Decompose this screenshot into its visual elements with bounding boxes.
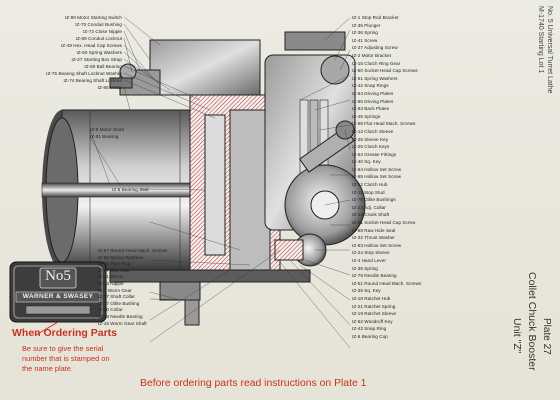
part-label: IZ-86 Motor <box>97 85 122 90</box>
part-label: IZ-15 Clutch Ring Gear <box>352 60 401 66</box>
part-label-bearing-seal: IZ-6 Bearing Seal <box>112 187 149 192</box>
part-label: IZ-85 Driving Plates <box>352 98 394 104</box>
part-label: IZ-20 Collar <box>98 307 123 313</box>
part-label: IZ-38 Spring <box>352 265 378 271</box>
part-label: IZ-36 Spring <box>352 30 378 36</box>
part-label: IZ-90 Motor Starting Switch <box>64 15 122 20</box>
part-label: IZ-50 Socket Head Cap Screws <box>352 68 418 74</box>
nameplate-brand: WARNER & SWASEY <box>22 292 94 300</box>
part-label: IZ-62 Woodruff Key <box>352 318 393 324</box>
part-label: IZ-49 Hex. Head Cap Screws <box>60 43 122 48</box>
part-label: IZ-7 Worm Gear <box>98 287 132 293</box>
part-label: IZ-37 Adjusting Screw <box>352 45 398 51</box>
part-label: IZ-77 Oilite Bushing <box>98 300 140 306</box>
part-label: IZ-13 Clutch Sleeve <box>352 128 394 134</box>
part-label: IZ-78 Needle Bearing <box>98 313 143 319</box>
series-header: No. 5 Universal Turret Lathe <box>546 6 553 94</box>
plate-unit: Unit "Z" <box>511 318 523 354</box>
label-group-left-top: IZ-90 Motor Starting Switch IZ-70 Condui… <box>20 15 122 92</box>
ordering-line: Be sure to give the serial <box>22 344 104 353</box>
part-label: IZ-9 Motor Shaft <box>90 127 124 132</box>
part-label: IZ-39 Sq. Key <box>352 288 381 294</box>
part-label: IZ-66 Pipe Plug <box>98 261 131 267</box>
label-group-left-mid: IZ-9 Motor Shaft IZ-81 Bearing <box>90 127 124 141</box>
part-label: IZ-64 Hollow Set Screw <box>352 166 402 172</box>
serial-nameplate <box>9 261 107 336</box>
part-label: IZ-76 Oilite Bushings <box>352 197 396 203</box>
part-label: IZ-81 Bearing <box>90 134 119 139</box>
part-label: IZ-40 Sq. Key <box>352 159 381 165</box>
ordering-line: the name plate. <box>22 364 73 373</box>
part-label: IZ-74 Bearing Shaft Locknut <box>63 78 122 83</box>
part-label: IZ-67 Gits Oiler <box>98 267 130 273</box>
part-label: IZ-17 Shaft Collar <box>98 294 135 300</box>
part-label: IZ-27 Starting Box Strap <box>71 57 122 62</box>
starting-switch-box <box>109 39 261 96</box>
part-label: IZ-69 Conduit Locknut <box>75 36 122 41</box>
part-label: IZ-73 Nipple <box>98 280 124 286</box>
part-label: IZ-16 Worm Gear Shaft <box>98 320 147 326</box>
part-label: IZ-71 Elbow <box>98 274 124 280</box>
nameplate-number: No5 <box>45 268 71 284</box>
part-label: IZ-51 Socket Head Cap Screw <box>352 220 416 226</box>
part-label: IZ-18 Ratchet Hub <box>352 295 391 301</box>
part-label: IZ-41 Screw <box>352 37 378 43</box>
ordering-line: number that is stamped on <box>22 354 110 363</box>
part-label: IZ-2 Motor Bracket <box>352 52 391 58</box>
part-label: IZ-21 Ratchet Spring <box>352 303 396 309</box>
part-label: IZ-58 Flat Head Mach. Screws <box>352 121 416 127</box>
part-label: IZ-64 Grease Fittings <box>352 151 397 157</box>
ordering-heading: When Ordering Parts <box>12 327 118 339</box>
leader-lines <box>89 16 281 343</box>
hand-lever <box>298 120 355 173</box>
part-label: IZ-51 Round Head Mach. Screws <box>352 280 422 286</box>
part-label: IZ-19 Ratchet Sleeve <box>352 311 397 317</box>
label-group-right: IZ-1 Stop Rod Bracket IZ-35 Plunger IZ-3… <box>352 15 421 342</box>
part-label: IZ-45 Springs <box>352 113 381 119</box>
part-label: IZ-72 Close Nipple <box>83 29 122 34</box>
part-label: IZ-70 Conduit Bushing <box>75 22 122 27</box>
part-label: IZ-83 Back Plates <box>352 106 390 112</box>
part-label: IZ-1 Stop Rod Bracket <box>352 15 399 20</box>
part-label: IZ-75 Bearing Shaft Locknut Washer <box>46 71 122 76</box>
part-label: IZ-14 Crank Shaft <box>352 212 390 218</box>
part-label: IZ-80 Ball Bearing <box>84 64 122 69</box>
part-label: IZ-35 Plunger <box>352 22 381 28</box>
part-label: IZ-5 Bearing Cup <box>352 333 388 339</box>
ordering-body: Be sure to give the serial number that i… <box>22 344 110 374</box>
part-label: IZ-63 Hollow Set Screw <box>352 242 402 248</box>
part-label: IZ-61 Spring Washers <box>352 75 398 81</box>
part-label: IZ-84 Driving Plates <box>352 90 394 96</box>
part-label: IZ-4 Hand Lever <box>352 258 386 263</box>
label-group-left-bottom: IZ-57 Round Head Mach. Screws IZ-59 Spri… <box>98 248 167 327</box>
part-label: IZ-42 Snap Rings <box>352 83 389 89</box>
base-plate <box>109 269 311 283</box>
part-label: IZ-59 Spring Washers <box>98 254 144 260</box>
part-label: IZ-24 Stop Sleeve <box>352 250 390 256</box>
plate-number: Plate 27 <box>541 318 552 355</box>
part-label: IZ-60 Spring Washers <box>76 50 122 55</box>
part-label: IZ-68 Raw Hide Seal <box>352 227 396 233</box>
part-label: IZ-57 Round Head Mach. Screws <box>98 248 168 253</box>
part-label: IZ-43 Snap Ring <box>352 326 387 332</box>
part-label: IZ-79 Needle Bearing <box>352 273 397 279</box>
part-label: IZ-23 Adj. Collar <box>352 204 386 210</box>
part-label: IZ-12 Clutch Hub <box>352 182 388 188</box>
part-label: IZ-11 Stop Stud <box>352 189 385 195</box>
footer-instruction: Before ordering parts read instructions … <box>140 378 367 389</box>
plate-title: Collet Chuck Booster <box>526 272 538 371</box>
serial-header: M-1740 Starting Lot 1 <box>537 6 544 74</box>
part-label: IZ-65 Hollow Set Screw <box>352 174 402 180</box>
part-label: IZ-32 Thrust Washer <box>352 235 395 241</box>
part-label: IZ-25 Clutch Keys <box>352 144 390 150</box>
part-label: IZ-26 Sleeve Key <box>352 136 389 142</box>
